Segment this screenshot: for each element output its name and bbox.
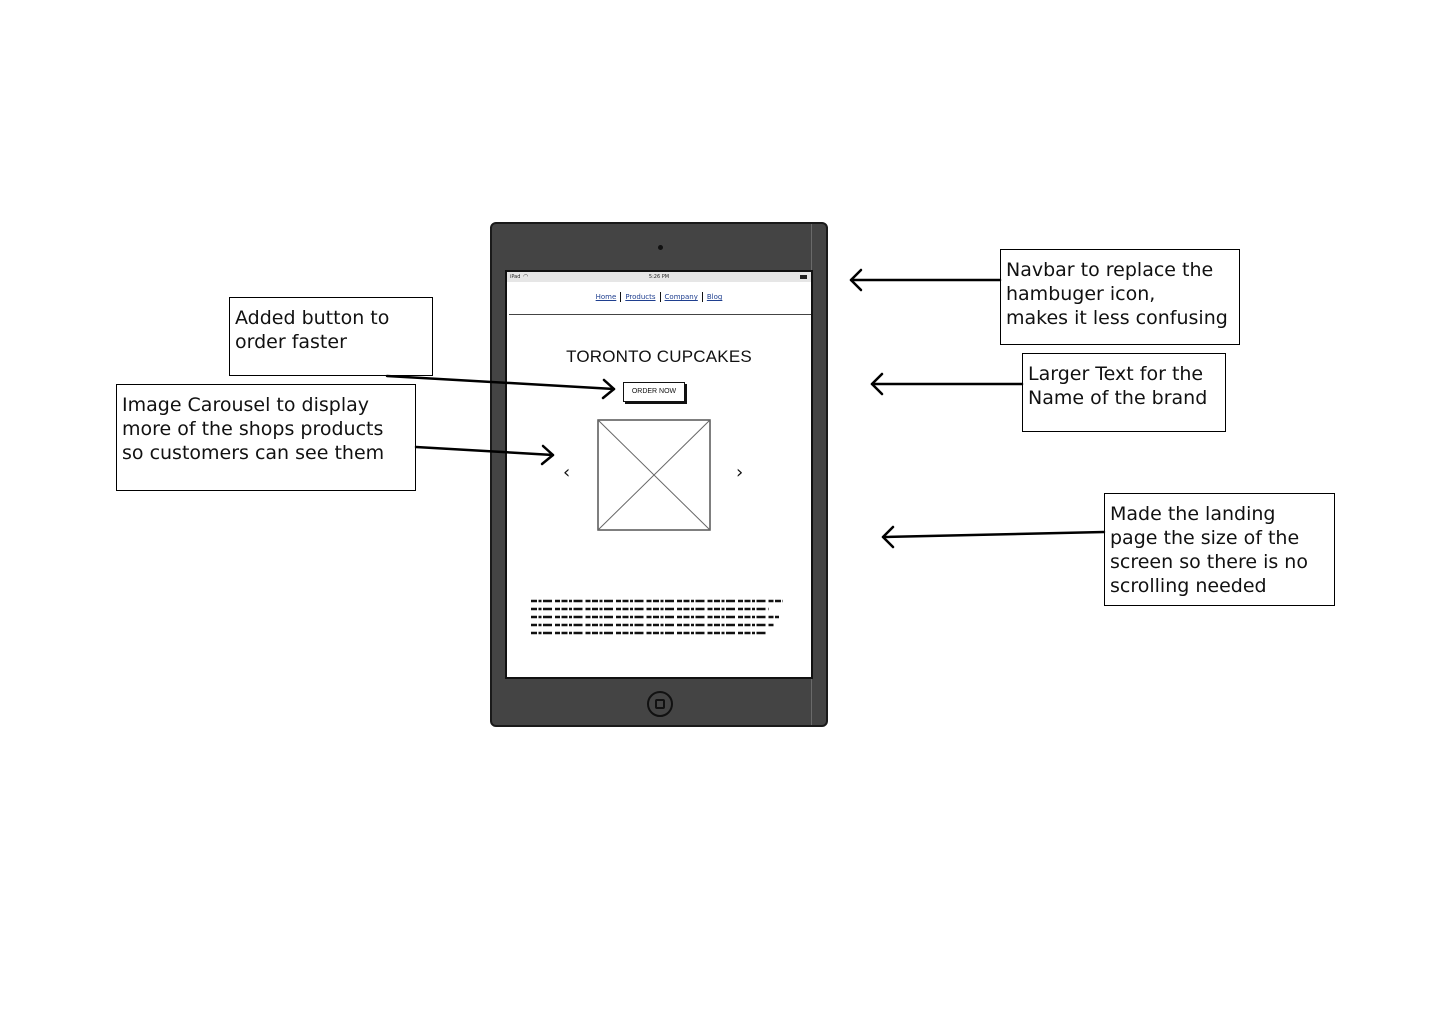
wifi-icon: ◠ <box>523 273 529 280</box>
carousel-next-icon[interactable]: › <box>736 462 744 483</box>
navbar: Home Products Company Blog <box>507 292 811 302</box>
note-order-button: Added button to order faster <box>229 297 433 376</box>
nav-company-link[interactable]: Company <box>664 293 698 301</box>
battery-icon <box>800 275 807 279</box>
nav-separator <box>659 292 661 302</box>
nav-blog-link[interactable]: Blog <box>706 293 723 301</box>
carousel-prev-icon[interactable]: ‹ <box>563 462 571 483</box>
note-brand-text: Larger Text for the Name of the brand <box>1022 353 1226 432</box>
arrow-navbar <box>849 268 1002 292</box>
image-placeholder-icon <box>597 419 711 531</box>
navbar-divider <box>509 314 811 315</box>
tablet-screen: iPad ◠ 5:26 PM Home Products Company Blog T… <box>505 270 813 679</box>
nav-separator <box>620 292 622 302</box>
placeholder-text-block <box>531 599 783 635</box>
home-button-square <box>655 699 665 709</box>
nav-home-link[interactable]: Home <box>595 293 617 301</box>
nav-separator <box>701 292 703 302</box>
note-navbar: Navbar to replace the hambuger icon, mak… <box>1000 249 1240 345</box>
brand-title: TORONTO CUPCAKES <box>566 347 752 366</box>
order-now-button[interactable]: ORDER NOW <box>623 382 685 402</box>
nav-products-link[interactable]: Products <box>625 293 656 301</box>
camera-dot <box>658 245 663 250</box>
status-device-label: iPad <box>510 274 521 280</box>
arrow-brand-text <box>870 372 1024 396</box>
home-button-icon[interactable] <box>647 691 673 717</box>
note-landing-size: Made the landing page the size of the sc… <box>1104 493 1335 606</box>
arrow-landing-size <box>881 525 1106 549</box>
note-image-carousel: Image Carousel to display more of the sh… <box>116 384 416 491</box>
status-bar: iPad ◠ 5:26 PM <box>507 272 811 282</box>
status-time: 5:26 PM <box>648 274 670 280</box>
